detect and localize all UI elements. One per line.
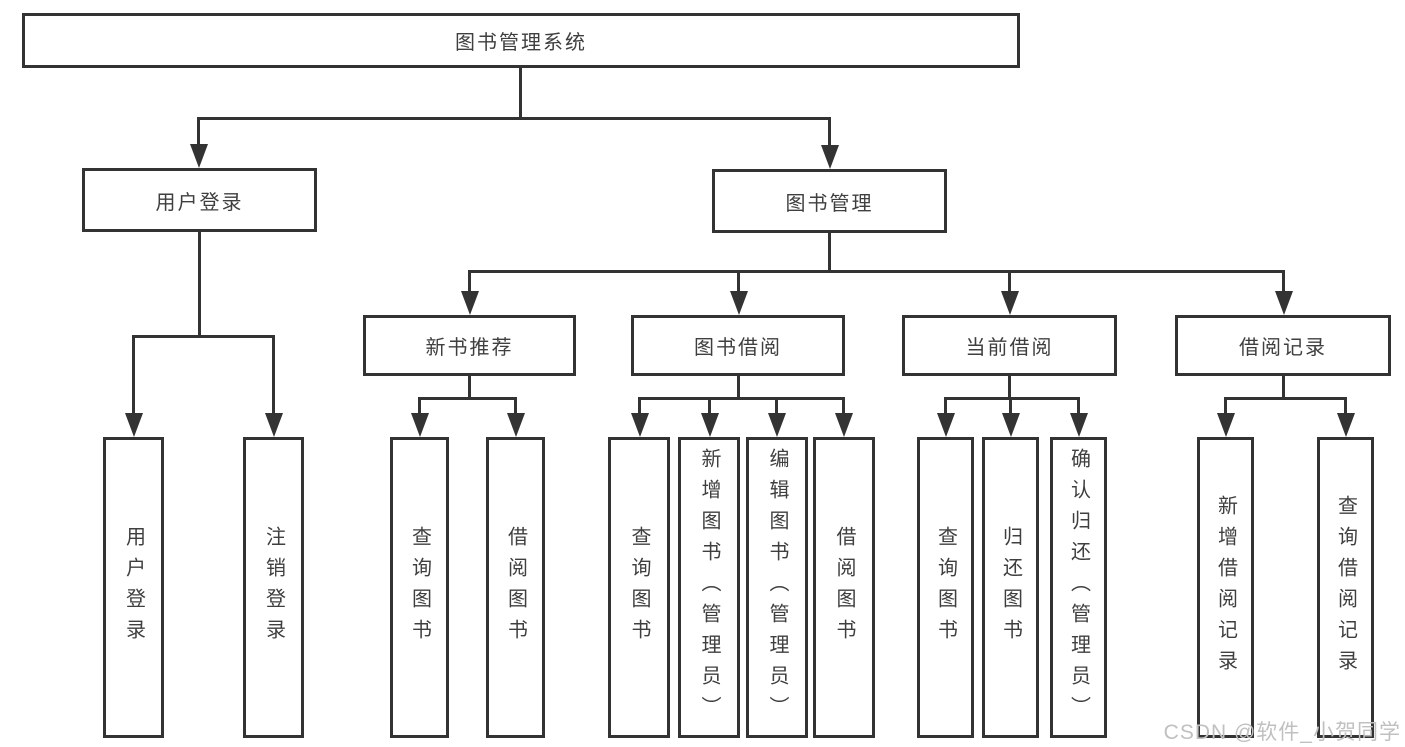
leaf-query-books-recommend-label: 查询图书	[408, 525, 431, 650]
connector-line	[197, 117, 200, 147]
leaf-logout-login-label: 注销登录	[262, 525, 285, 650]
watermark-text: CSDN @软件_小贺同学	[1163, 721, 1401, 744]
connector-line	[737, 270, 740, 294]
connector-line	[1008, 374, 1011, 399]
node-current-borrowing-label: 当前借阅	[965, 337, 1054, 359]
leaf-query-books-recommend: 查询图书	[390, 437, 449, 738]
connector-line	[519, 65, 522, 119]
connector-arrowhead	[461, 291, 479, 315]
leaf-return-books: 归还图书	[982, 437, 1039, 738]
connector-line	[132, 335, 135, 415]
node-new-book-recommend: 新书推荐	[363, 315, 576, 376]
leaf-borrow-books-borrowing-label: 借阅图书	[833, 525, 855, 650]
node-user-login: 用户登录	[82, 168, 317, 232]
node-current-borrowing: 当前借阅	[902, 315, 1117, 376]
node-book-management: 图书管理	[712, 169, 947, 233]
node-user-login-label: 用户登录	[155, 191, 244, 214]
leaf-borrow-books-recommend: 借阅图书	[486, 437, 545, 738]
node-root: 图书管理系统	[22, 13, 1020, 68]
connector-line	[1008, 270, 1011, 294]
connector-line	[198, 230, 201, 337]
connector-line	[944, 397, 947, 415]
node-book-borrowing-label: 图书借阅	[694, 337, 782, 359]
connector-line	[468, 270, 471, 294]
leaf-query-books-borrowing: 查询图书	[608, 437, 670, 738]
connector-arrowhead	[937, 413, 955, 437]
connector-arrowhead	[821, 145, 839, 169]
connector-line	[842, 397, 845, 415]
connector-arrowhead	[1337, 413, 1355, 437]
connector-line	[1224, 397, 1347, 400]
node-book-management-label: 图书管理	[785, 192, 874, 215]
connector-line	[197, 117, 831, 120]
leaf-return-books-label: 归还图书	[999, 525, 1022, 650]
connector-line	[1282, 270, 1285, 294]
connector-line	[638, 397, 641, 415]
connector-line	[1077, 397, 1080, 415]
connector-line	[468, 374, 471, 399]
connector-line	[1009, 397, 1012, 415]
leaf-add-books-admin: 新增图书（管理员）	[678, 437, 740, 738]
connector-arrowhead	[411, 413, 429, 437]
node-root-label: 图书管理系统	[455, 32, 587, 54]
connector-line	[418, 397, 421, 415]
leaf-user-login-label: 用户登录	[122, 525, 145, 650]
connector-line	[1224, 397, 1227, 415]
connector-line	[828, 117, 831, 147]
connector-arrowhead	[1217, 413, 1235, 437]
leaf-query-borrow-record-label: 查询借阅记录	[1334, 494, 1357, 681]
leaf-user-login: 用户登录	[103, 437, 164, 738]
connector-arrowhead	[265, 413, 283, 437]
leaf-borrow-books-borrowing: 借阅图书	[813, 437, 875, 738]
connector-line	[132, 335, 275, 338]
leaf-query-books-current-label: 查询图书	[934, 525, 957, 650]
leaf-add-books-admin-label: 新增图书（管理员）	[698, 448, 720, 727]
connector-line	[272, 335, 275, 415]
leaf-add-borrow-record: 新增借阅记录	[1197, 437, 1254, 738]
connector-arrowhead	[507, 413, 525, 437]
connector-line	[828, 231, 831, 272]
leaf-query-borrow-record: 查询借阅记录	[1317, 437, 1374, 738]
leaf-edit-books-admin: 编辑图书（管理员）	[746, 437, 808, 738]
connector-line	[775, 397, 778, 415]
connector-line	[1282, 374, 1285, 399]
leaf-logout-login: 注销登录	[243, 437, 304, 738]
connector-arrowhead	[190, 144, 208, 168]
connector-arrowhead	[1070, 413, 1088, 437]
connector-line	[638, 397, 845, 400]
leaf-confirm-return-admin: 确认归还（管理员）	[1050, 437, 1107, 738]
connector-arrowhead	[730, 291, 748, 315]
connector-line	[1344, 397, 1347, 415]
connector-line	[708, 397, 711, 415]
connector-arrowhead	[701, 413, 719, 437]
connector-line	[737, 374, 740, 399]
connector-arrowhead	[835, 413, 853, 437]
connector-arrowhead	[125, 413, 143, 437]
connector-arrowhead	[631, 413, 649, 437]
leaf-borrow-books-recommend-label: 借阅图书	[504, 525, 527, 650]
node-borrowing-records-label: 借阅记录	[1239, 337, 1327, 359]
connector-arrowhead	[1002, 413, 1020, 437]
node-book-borrowing: 图书借阅	[631, 315, 845, 376]
connector-line	[468, 270, 1284, 273]
connector-line	[944, 397, 1080, 400]
connector-line	[514, 397, 517, 415]
connector-arrowhead	[1275, 291, 1293, 315]
connector-arrowhead	[1001, 291, 1019, 315]
node-borrowing-records: 借阅记录	[1175, 315, 1391, 376]
leaf-query-books-current: 查询图书	[917, 437, 974, 738]
node-new-book-recommend-label: 新书推荐	[425, 337, 514, 359]
connector-line	[418, 397, 517, 400]
leaf-edit-books-admin-label: 编辑图书（管理员）	[766, 448, 788, 727]
leaf-query-books-borrowing-label: 查询图书	[628, 525, 650, 650]
connector-arrowhead	[768, 413, 786, 437]
leaf-confirm-return-admin-label: 确认归还（管理员）	[1067, 448, 1090, 727]
leaf-add-borrow-record-label: 新增借阅记录	[1214, 494, 1237, 681]
